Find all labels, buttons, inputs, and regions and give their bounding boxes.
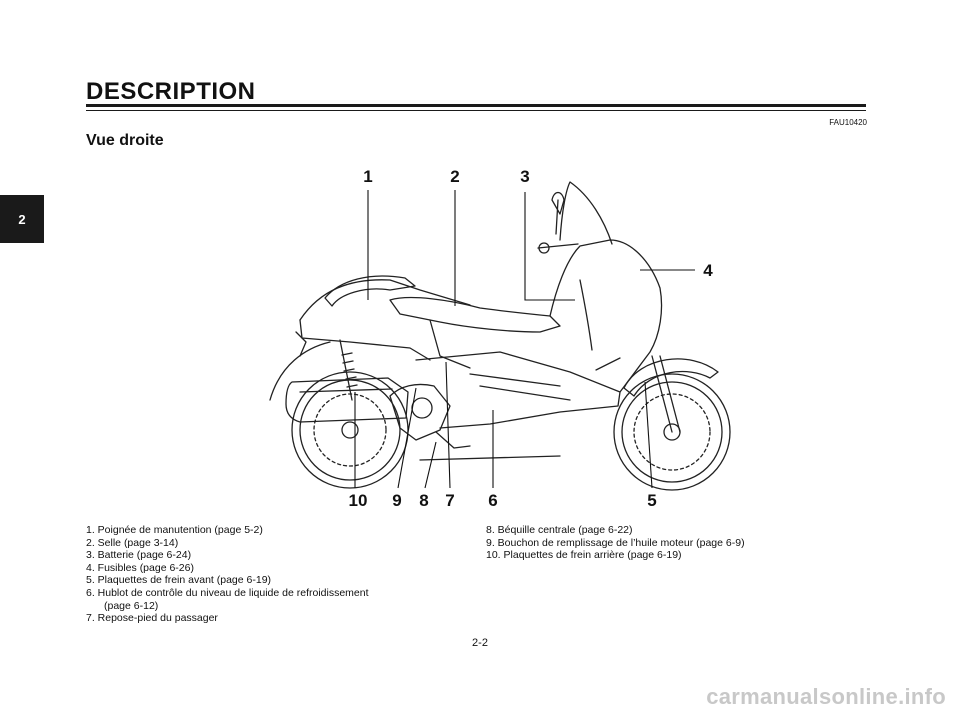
rear-body [299, 279, 471, 321]
scooter-drawing [269, 181, 731, 491]
callout-3: 3 [520, 167, 529, 186]
callout-numbers: 1 2 3 4 5 6 7 8 9 10 [349, 167, 714, 510]
callout-10: 10 [349, 491, 368, 510]
legend-left: 1. Poignée de manutention (page 5-2) 2. … [86, 524, 476, 625]
legend-item-6: 6. Hublot de contrôle du niveau de liqui… [86, 586, 369, 599]
callout-4: 4 [703, 261, 713, 280]
watermark: carmanualsonline.info [706, 684, 946, 709]
rear-fender [269, 341, 331, 401]
legend-item-4: 4. Fusibles (page 6-26) [86, 561, 194, 574]
chapter-tab: 2 [0, 195, 44, 243]
engine [389, 383, 451, 441]
mirror [551, 191, 565, 235]
floorboard [415, 351, 621, 429]
reference-code: FAU10420 [829, 118, 867, 127]
front-fork [651, 355, 673, 433]
callout-8: 8 [419, 491, 428, 510]
center-stand [435, 431, 471, 449]
legend-item-5: 5. Plaquettes de frein avant (page 6-19) [86, 574, 272, 587]
seat [389, 296, 561, 333]
leader-lines [354, 190, 695, 489]
title-rule-thin [86, 110, 866, 111]
view-subtitle: Vue droite [86, 132, 164, 149]
legend-item-1: 1. Poignée de manutention (page 5-2) [86, 524, 263, 536]
legend-item-6-continued: (page 6-12) [104, 599, 159, 612]
front-fender [623, 358, 719, 397]
legend-right: 8. Béquille centrale (page 6-22) 9. Bouc… [486, 524, 876, 562]
legend-item-9: 9. Bouchon de remplissage de l’huile mot… [486, 536, 745, 549]
leader-5 [644, 381, 653, 489]
handlebar [537, 243, 579, 249]
front-wheel [613, 373, 731, 491]
callout-6: 6 [488, 491, 497, 510]
legend-item-7: 7. Repose-pied du passager [86, 612, 218, 625]
muffler [285, 377, 409, 423]
scooter-illustration: 1 2 3 4 5 6 7 8 9 10 [269, 167, 731, 510]
title-rule-thick [86, 104, 866, 107]
callout-2: 2 [450, 167, 459, 186]
legend-item-2: 2. Selle (page 3-14) [86, 536, 179, 549]
grab-handle [324, 275, 416, 307]
windshield [559, 181, 613, 245]
page-number: 2-2 [472, 637, 488, 649]
leader-8 [424, 441, 437, 489]
legend-item-3: 3. Batterie (page 6-24) [86, 549, 192, 562]
section-title: DESCRIPTION [86, 78, 256, 105]
callout-5: 5 [647, 491, 656, 510]
legend-item-10: 10. Plaquettes de frein arrière (page 6-… [486, 549, 682, 562]
leader-3 [524, 192, 575, 301]
callout-1: 1 [363, 167, 372, 186]
front-body [549, 239, 663, 393]
callout-9: 9 [392, 491, 401, 510]
leader-9 [397, 387, 417, 489]
callout-7: 7 [445, 491, 454, 510]
leader-7 [445, 361, 451, 489]
legend-item-8: 8. Béquille centrale (page 6-22) [486, 524, 633, 536]
